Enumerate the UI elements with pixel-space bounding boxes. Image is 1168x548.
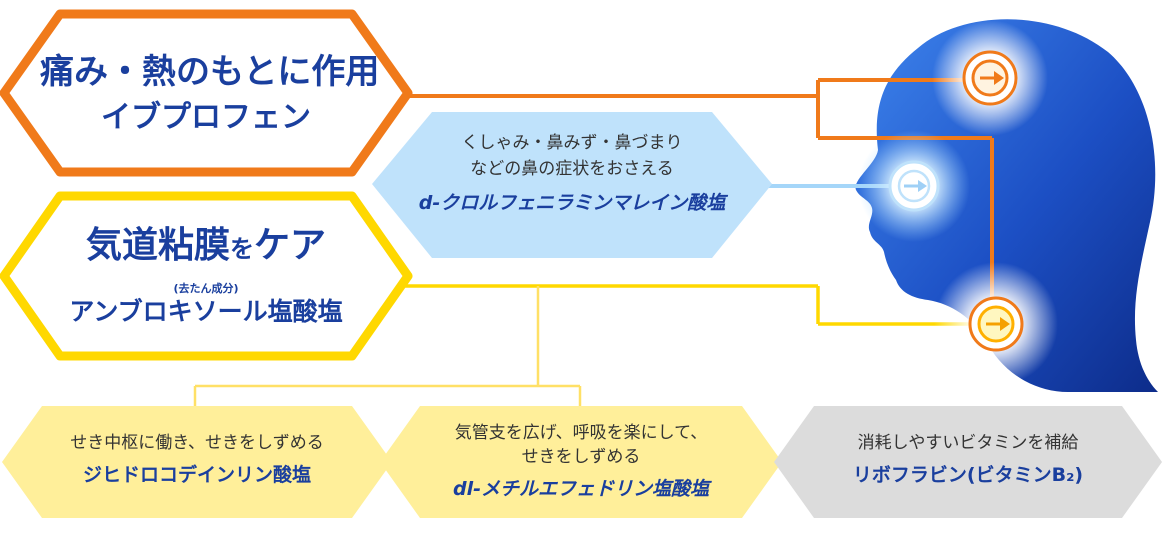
nasal-description-line1: くしゃみ・鼻みず・鼻づまり: [461, 133, 683, 153]
vitamin-description: 消耗しやすいビタミンを補給: [857, 433, 1079, 453]
target-nose-icon: [858, 130, 970, 242]
target-throat-icon: [934, 262, 1058, 386]
painkiller-headline: 痛み・熱のもとに作用: [40, 52, 380, 92]
airway-connectors: [405, 284, 978, 326]
nasal-description-line2: などの鼻の症状をおさえる: [470, 159, 674, 179]
cough-description: せき中枢に働き、せきをしずめる: [70, 433, 324, 453]
vitamin-hexagon: [774, 406, 1162, 518]
painkiller-hexagon: [0, 9, 413, 177]
airway-headline-part2: ケア: [254, 225, 327, 266]
airway-headline-part1: 気道粘膜: [85, 225, 230, 266]
vitamin-ingredient: リボフラビン(ビタミンB₂): [852, 464, 1084, 486]
cough-hexagon: [2, 406, 392, 518]
bronchi-ingredient: dl-メチルエフェドリン塩酸塩: [453, 478, 709, 500]
airway-headline: 気道粘膜をケア: [40, 224, 372, 271]
nasal-hexagon: [372, 112, 772, 258]
airway-hexagon: [0, 191, 413, 361]
painkiller-ingredient: イブプロフェン: [101, 100, 311, 135]
airway-ingredient: アンブロキソール塩酸塩: [69, 297, 343, 326]
head-silhouette: [855, 19, 1158, 393]
bronchi-hexagon: [380, 406, 782, 518]
cough-ingredient: ジヒドロコデインリン酸塩: [82, 464, 311, 486]
bronchi-description-line1: 気管支を広げ、呼吸を楽にして、: [454, 423, 708, 443]
nasal-ingredient: d-クロルフェニラミンマレイン酸塩: [418, 192, 726, 214]
target-brain-icon: [932, 20, 1048, 136]
airway-note: (去たん成分): [173, 282, 239, 295]
airway-branch-lines: [193, 286, 582, 408]
bronchi-description-line2: せきをしずめる: [521, 447, 641, 467]
airway-headline-particle: を: [230, 235, 254, 263]
